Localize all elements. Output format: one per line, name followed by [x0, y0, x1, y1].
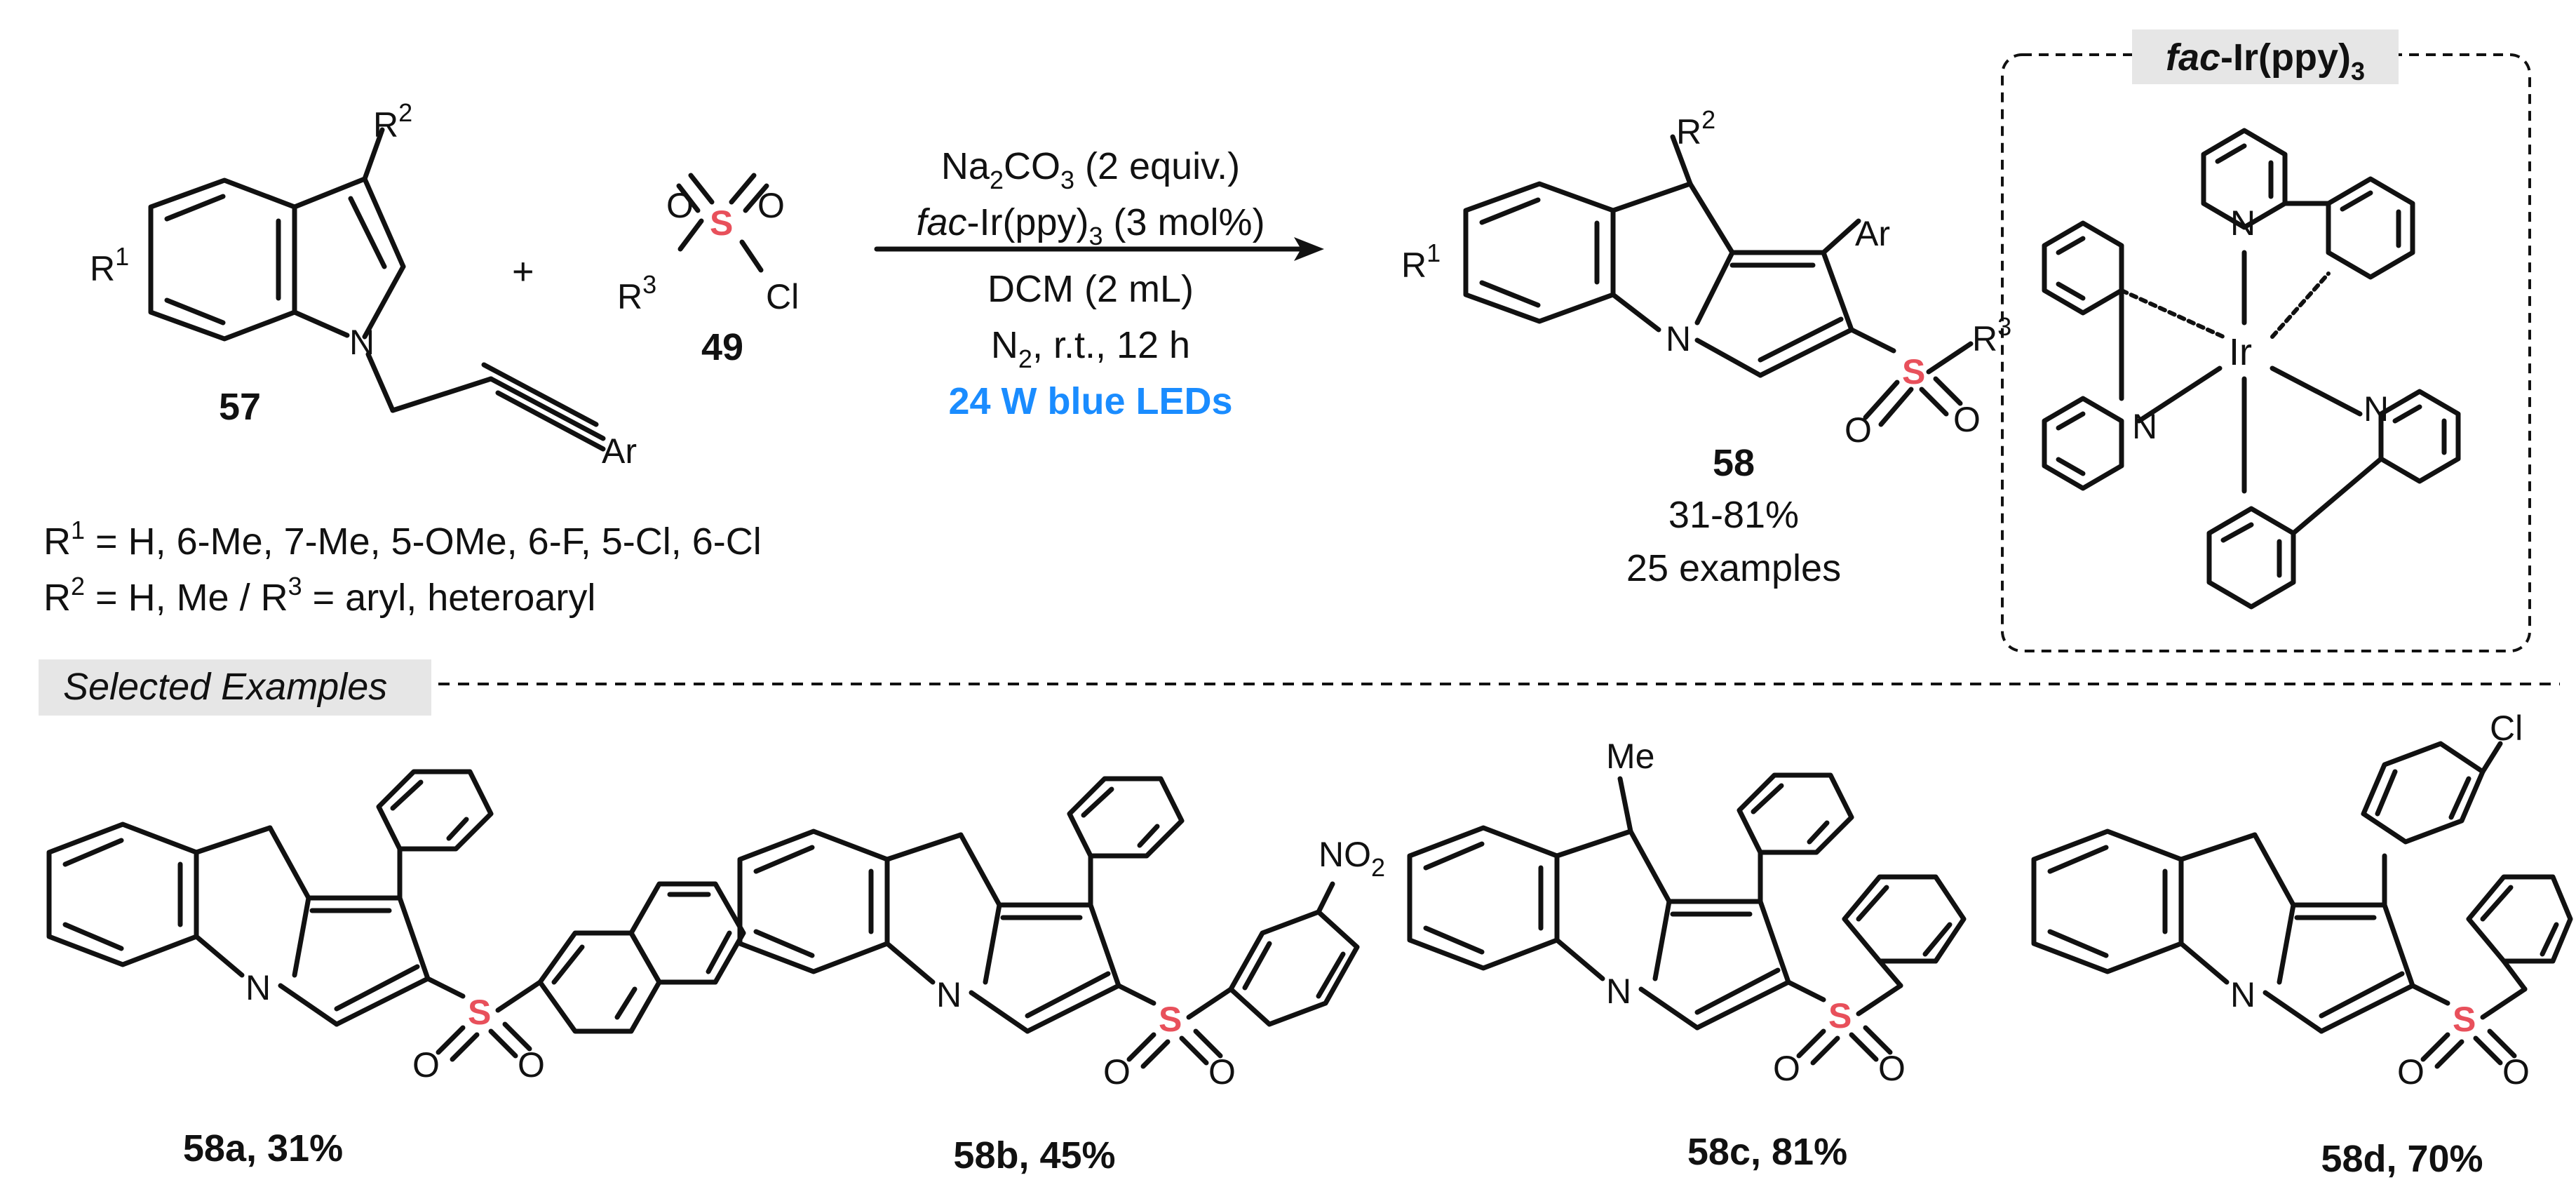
reactant-49-label: 49: [701, 326, 743, 368]
atom-n: N: [2363, 389, 2389, 429]
condition-light: 24 W blue LEDs: [948, 380, 1232, 422]
atom-ar: Ar: [1855, 214, 1890, 253]
catalyst-title-bg: [2132, 29, 2399, 84]
atom-s: S: [2453, 1000, 2476, 1039]
atom-r2-label: R2: [1676, 105, 1715, 152]
r2-r3-definition: R2 = H, Me / R3 = aryl, heteroaryl: [43, 572, 595, 619]
selected-examples-bg: [39, 659, 431, 716]
atom-o: O: [757, 186, 785, 225]
atom-r2-label: R2: [373, 98, 412, 145]
example-58b-structure: [737, 776, 1360, 1069]
atom-r1-label: R1: [90, 242, 129, 288]
catalyst-structure: [2042, 128, 2461, 610]
condition-atmosphere: N2, r.t., 12 h: [991, 324, 1190, 373]
atom-methyl: Me: [1606, 737, 1654, 776]
product-example-count: 25 examples: [1626, 547, 1841, 589]
atom-n: N: [2132, 407, 2157, 446]
atom-o: O: [2397, 1052, 2425, 1092]
r1-definition: R1 = H, 6-Me, 7-Me, 5-OMe, 6-F, 5-Cl, 6-…: [43, 516, 762, 563]
atom-o: O: [1773, 1049, 1800, 1088]
condition-solvent: DCM (2 mL): [987, 268, 1194, 310]
atom-n: N: [2230, 975, 2255, 1014]
product-58-structure: [1463, 134, 1974, 427]
condition-base: Na2CO3 (2 equiv.): [941, 145, 1240, 194]
atom-ar: Ar: [602, 431, 637, 471]
product-58-label: 58: [1713, 442, 1755, 484]
atom-n: N: [936, 975, 962, 1014]
example-58b-label: 58b, 45%: [953, 1134, 1115, 1176]
atom-o: O: [412, 1045, 440, 1085]
atom-o: O: [1845, 410, 1872, 450]
atom-s: S: [1159, 1000, 1182, 1039]
example-58a-structure: [46, 769, 746, 1062]
atom-ir: Ir: [2229, 331, 2252, 373]
atom-o: O: [518, 1045, 545, 1085]
selected-examples-title: Selected Examples: [63, 666, 387, 708]
catalyst-title: fac-Ir(ppy)3: [2166, 36, 2365, 86]
example-58d-label: 58d, 70%: [2321, 1138, 2483, 1180]
atom-o: O: [2502, 1052, 2530, 1092]
arrow-head: [1294, 237, 1324, 261]
condition-catalyst: fac-Ir(ppy)3 (3 mol%): [916, 201, 1265, 250]
example-58d-structure: [2031, 741, 2573, 1069]
atom-s: S: [1902, 352, 1925, 391]
atom-s: S: [1828, 996, 1852, 1035]
atom-o: O: [1878, 1049, 1906, 1088]
atom-cl: Cl: [2490, 709, 2523, 748]
atom-n: N: [1666, 319, 1691, 358]
atom-s: S: [710, 203, 733, 243]
product-yield-range: 31-81%: [1668, 494, 1799, 536]
atom-o: O: [1208, 1052, 1236, 1092]
atom-n: N: [349, 323, 375, 362]
example-58a-label: 58a, 31%: [183, 1127, 343, 1169]
atom-n: N: [1606, 972, 1631, 1011]
reactant-57-label: 57: [219, 386, 261, 428]
atom-cl: Cl: [766, 277, 799, 316]
atom-n: N: [245, 968, 271, 1007]
atom-nitro: NO2: [1319, 835, 1385, 882]
atom-n: N: [2230, 203, 2255, 243]
atom-r3-label: R3: [1972, 312, 2011, 358]
reactant-57-structure: [148, 127, 606, 452]
reactant-49-structure: [676, 173, 769, 273]
atom-r1-label: R1: [1401, 239, 1441, 285]
plus-sign: +: [512, 250, 534, 293]
example-58c-label: 58c, 81%: [1687, 1131, 1847, 1173]
atom-r3-label: R3: [617, 270, 656, 316]
atom-o: O: [1103, 1052, 1131, 1092]
atom-o: O: [666, 186, 694, 225]
atom-o: O: [1953, 400, 1981, 439]
example-58c-structure: [1407, 772, 1967, 1066]
atom-s: S: [468, 993, 491, 1032]
